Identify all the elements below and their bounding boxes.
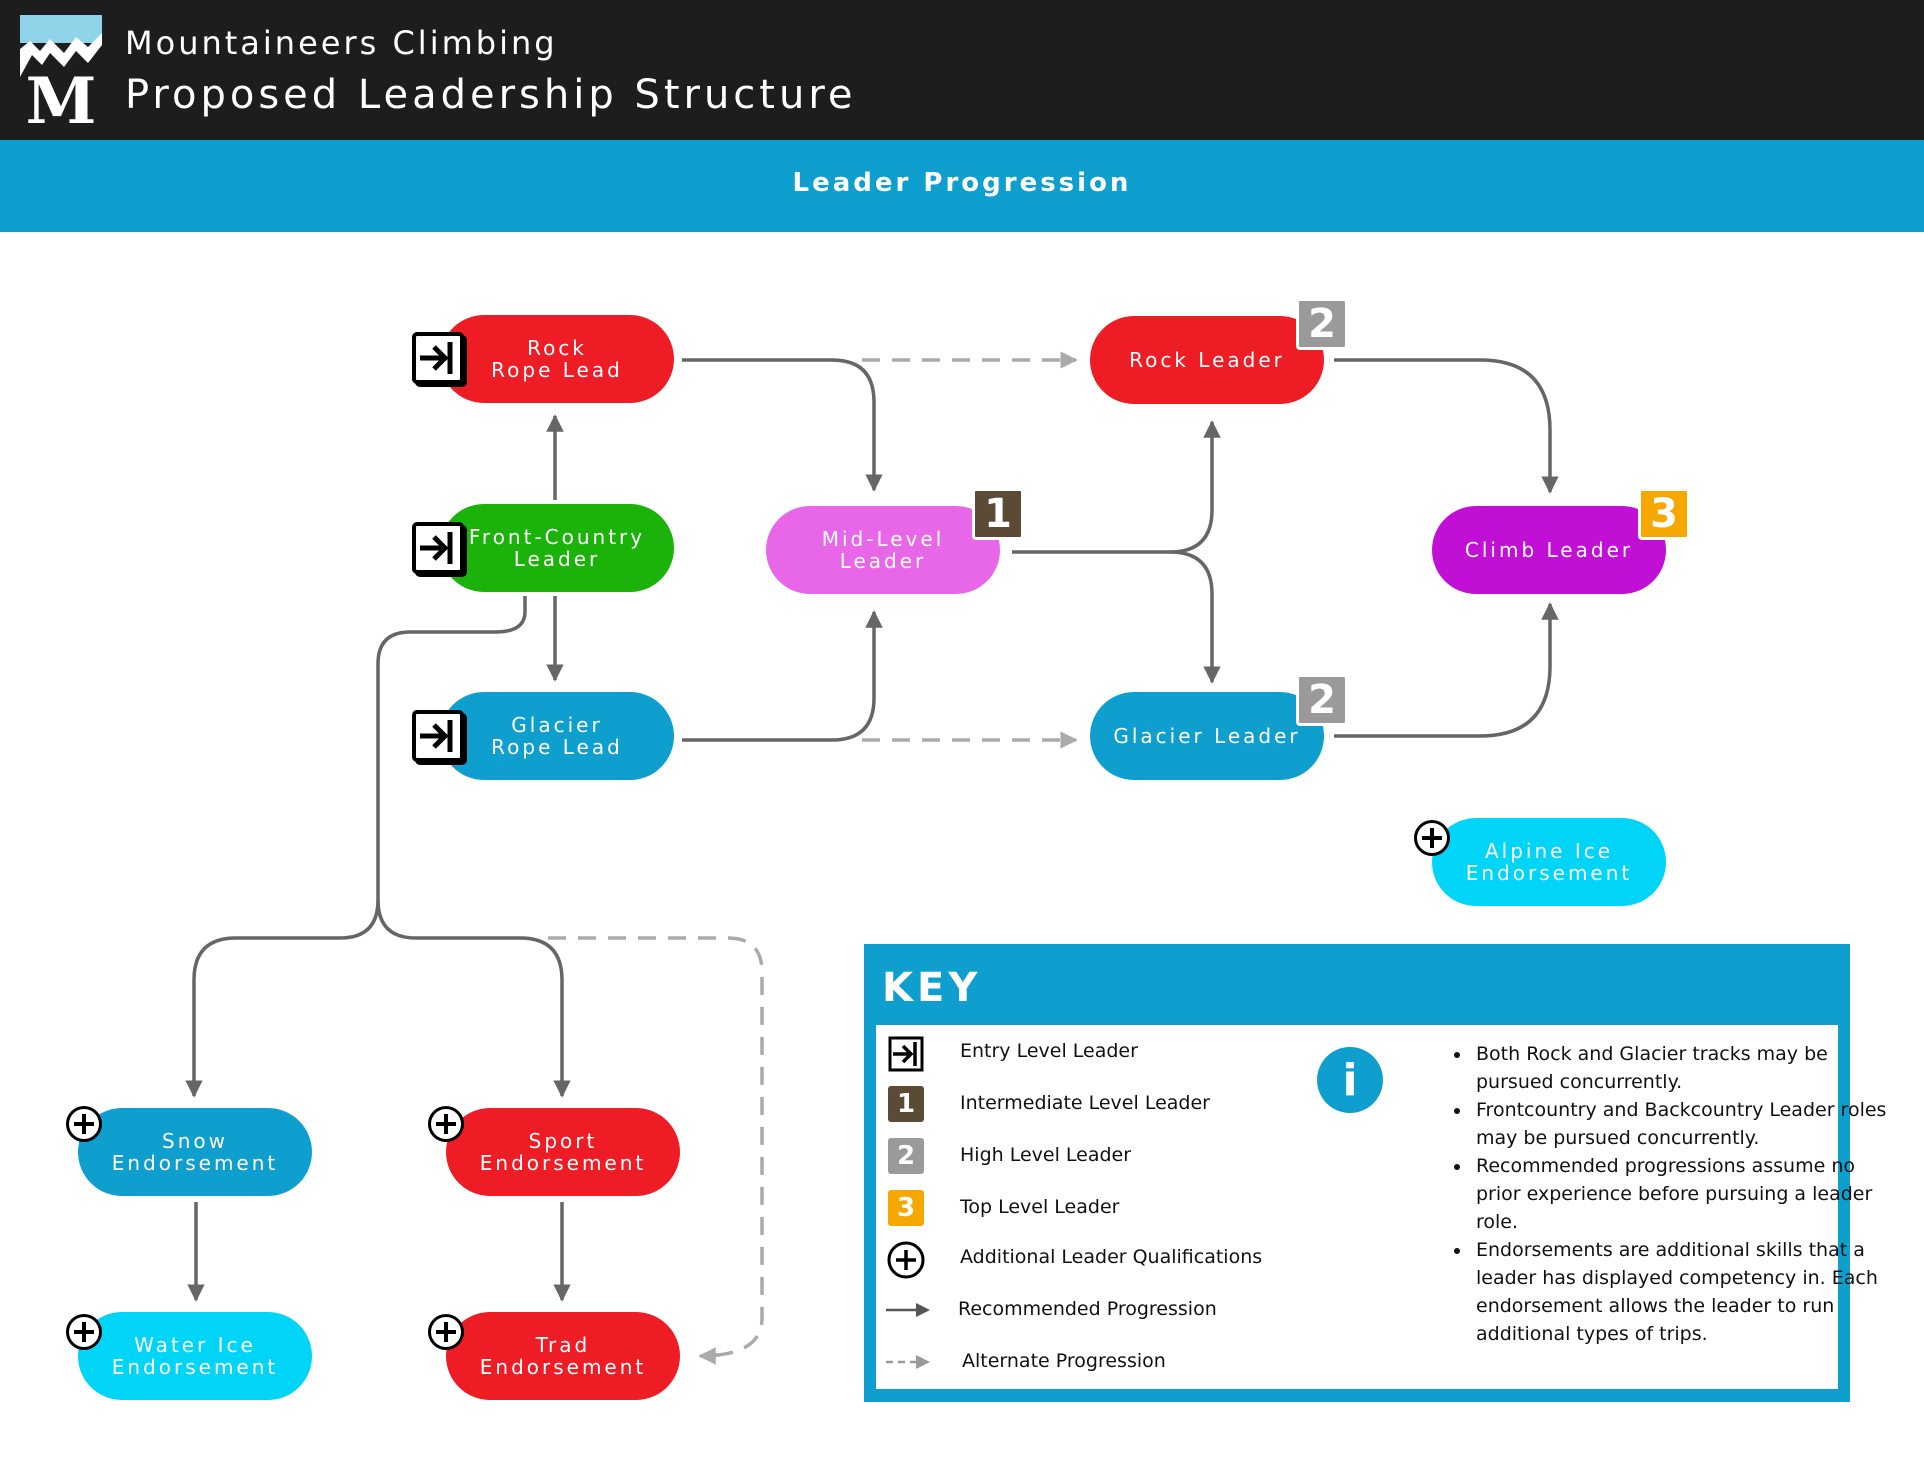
key-label-entry: Entry Level Leader: [960, 1040, 1138, 1062]
plus-circle-icon: [66, 1106, 102, 1142]
edge-glacier-leader-to-climb: [1334, 602, 1559, 738]
level-2-badge: 2: [1296, 674, 1348, 726]
level-2-badge: 2: [1296, 298, 1348, 350]
key-title: KEY: [882, 965, 982, 1011]
key-note: Both Rock and Glacier tracks may be purs…: [1472, 1040, 1892, 1096]
node-front-country-leader[interactable]: Front-Country Leader: [440, 504, 674, 592]
node-glacier-rope-lead[interactable]: Glacier Rope Lead: [440, 692, 674, 780]
mountaineers-logo: M: [20, 15, 102, 127]
plus-circle-icon: [1414, 820, 1450, 856]
key-label-additional: Additional Leader Qualifications: [960, 1246, 1263, 1268]
svg-text:M: M: [26, 64, 97, 127]
plus-circle-icon: [66, 1314, 102, 1350]
plus-circle-icon: [428, 1314, 464, 1350]
edge-glacier-rope-to-mid: [682, 610, 883, 742]
key-note: Endorsements are additional skills that …: [1472, 1236, 1892, 1348]
edge-rock-leader-to-climb: [1334, 358, 1559, 494]
edge-trunk-to-snow: [185, 899, 380, 1098]
entry-arrow-icon: [412, 522, 464, 574]
node-alpine-ice-endorsement[interactable]: Alpine Ice Endorsement: [1432, 818, 1666, 906]
key-label-top: Top Level Leader: [960, 1196, 1120, 1218]
info-icon: i: [1317, 1047, 1383, 1113]
node-water-ice-endorsement[interactable]: Water Ice Endorsement: [78, 1312, 312, 1400]
level-3-badge: 3: [888, 1190, 924, 1226]
node-mid-level-leader[interactable]: Mid-Level Leader: [766, 506, 1000, 594]
key-note: Frontcountry and Backcountry Leader role…: [1472, 1096, 1892, 1152]
node-rock-rope-lead[interactable]: Rock Rope Lead: [440, 315, 674, 403]
section-banner: [0, 140, 1924, 232]
key-note: Recommended progressions assume no prior…: [1472, 1152, 1892, 1236]
edge-trunk-to-sport: [376, 899, 571, 1098]
page-title: Proposed Leadership Structure: [125, 72, 857, 118]
alt-edge-trunk-to-trad: [548, 936, 764, 1365]
node-glacier-leader[interactable]: Glacier Leader: [1090, 692, 1324, 780]
edge-fc-to-trunk: [376, 596, 527, 900]
level-1-badge: 1: [888, 1086, 924, 1122]
section-title: Leader Progression: [792, 168, 1132, 198]
edge-mid-to-glacier-leader: [1169, 550, 1221, 684]
plus-circle-icon: [886, 1240, 926, 1280]
node-rock-leader[interactable]: Rock Leader: [1090, 316, 1324, 404]
entry-arrow-icon: [412, 710, 464, 762]
alternate-arrow-icon: [886, 1352, 932, 1372]
level-3-badge: 3: [1638, 488, 1690, 540]
brand-name: Mountaineers Climbing: [125, 24, 558, 62]
entry-arrow-icon: [888, 1036, 924, 1072]
node-trad-endorsement[interactable]: Trad Endorsement: [446, 1312, 680, 1400]
header-bar: [0, 0, 1924, 140]
key-label-alternate: Alternate Progression: [962, 1350, 1166, 1372]
level-1-badge: 1: [972, 488, 1024, 540]
node-snow-endorsement[interactable]: Snow Endorsement: [78, 1108, 312, 1196]
node-climb-leader[interactable]: Climb Leader: [1432, 506, 1666, 594]
entry-arrow-icon: [412, 332, 464, 384]
node-sport-endorsement[interactable]: Sport Endorsement: [446, 1108, 680, 1196]
key-label-intermediate: Intermediate Level Leader: [960, 1092, 1210, 1114]
key-notes: Both Rock and Glacier tracks may be purs…: [1420, 1040, 1892, 1348]
key-label-recommended: Recommended Progression: [958, 1298, 1217, 1320]
key-label-high: High Level Leader: [960, 1144, 1132, 1166]
edge-mid-to-rock-leader: [1012, 420, 1221, 554]
plus-circle-icon: [428, 1106, 464, 1142]
level-2-badge: 2: [888, 1138, 924, 1174]
edge-rock-rope-to-mid: [682, 358, 883, 492]
recommended-arrow-icon: [886, 1300, 932, 1320]
